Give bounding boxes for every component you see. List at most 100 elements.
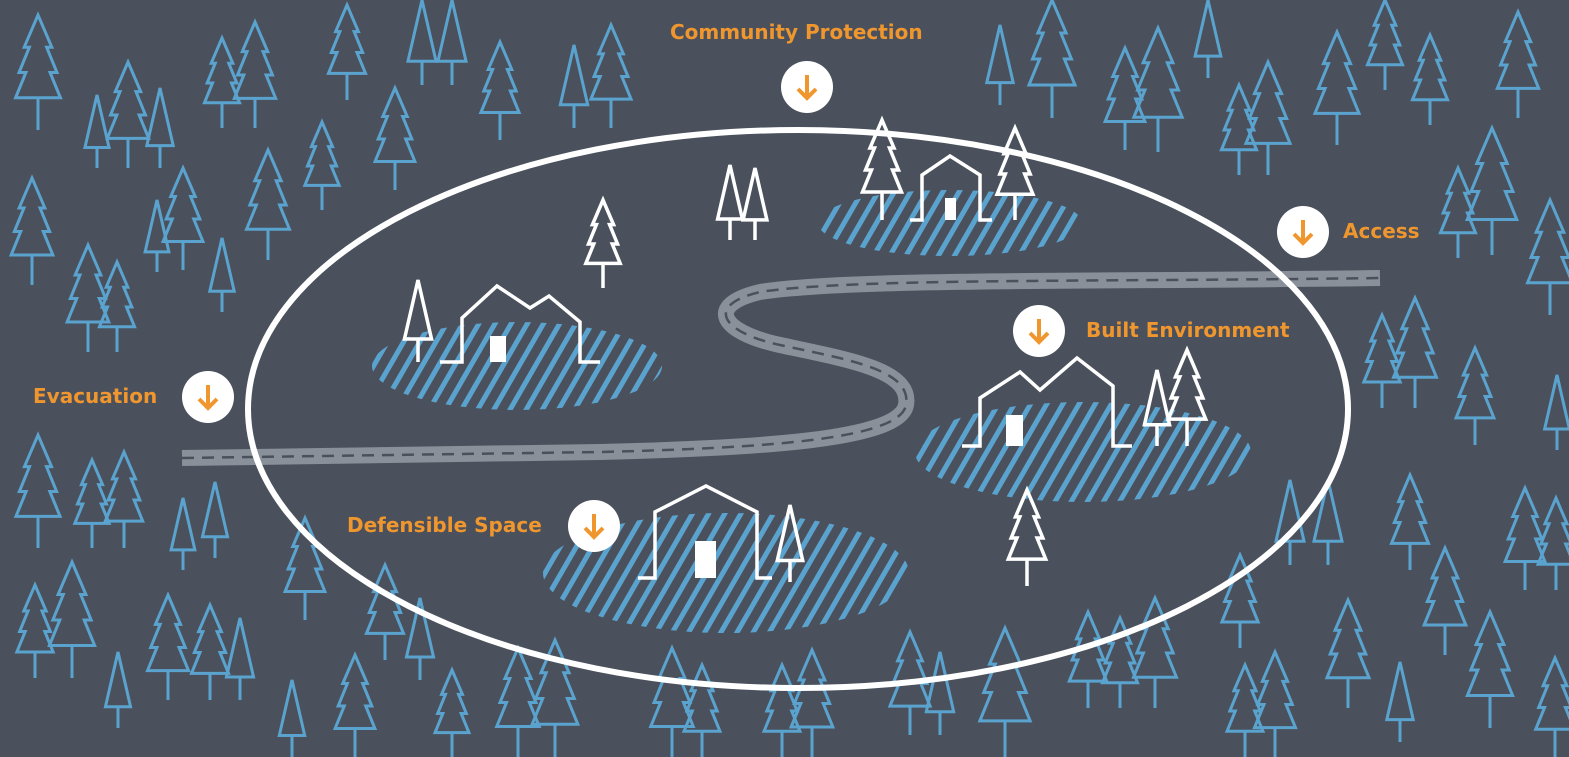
tree-icon bbox=[1365, 0, 1405, 90]
tree-icon bbox=[13, 431, 63, 548]
tree-icon bbox=[202, 34, 242, 128]
tree-icon bbox=[64, 241, 112, 352]
tree-icon bbox=[105, 58, 151, 168]
tree-icon bbox=[788, 646, 836, 757]
tree-icon bbox=[994, 123, 1036, 220]
house-1 bbox=[440, 283, 600, 364]
community-boundary bbox=[245, 127, 1351, 691]
tree-icon bbox=[1005, 485, 1049, 586]
tree-icon bbox=[478, 38, 522, 140]
label-evacuation: Evacuation bbox=[33, 384, 158, 408]
tree-icon bbox=[244, 146, 292, 260]
tree-icon bbox=[1312, 28, 1362, 145]
tree-icon bbox=[1465, 608, 1515, 728]
tree-icon bbox=[1131, 24, 1185, 152]
tree-icon bbox=[364, 561, 406, 660]
tree-icon bbox=[1361, 311, 1403, 408]
label-access: Access bbox=[1343, 219, 1420, 243]
tree-icon bbox=[144, 87, 176, 168]
arrow-down-icon bbox=[583, 514, 605, 540]
tree-icon bbox=[494, 644, 542, 757]
tree-icon bbox=[103, 651, 133, 728]
arrow-down-icon bbox=[1028, 319, 1050, 345]
label-built-environment: Built Environment bbox=[1086, 318, 1290, 342]
tree-icon bbox=[529, 636, 581, 757]
tree-icon bbox=[224, 617, 256, 700]
arrow-down-icon bbox=[197, 385, 219, 411]
tree-icon bbox=[1165, 345, 1209, 446]
zone-house-4 bbox=[543, 513, 909, 633]
tree-icon bbox=[1525, 196, 1569, 315]
tree-icon bbox=[984, 24, 1016, 105]
tree-icon bbox=[1453, 344, 1497, 445]
tree-icon bbox=[143, 199, 171, 272]
tree-icon bbox=[97, 258, 137, 352]
tree-icon bbox=[1464, 124, 1520, 255]
road bbox=[181, 270, 1381, 466]
forest bbox=[8, 0, 1569, 757]
tree-icon bbox=[681, 661, 723, 757]
tree-icon bbox=[775, 504, 805, 582]
community-trees bbox=[402, 115, 1209, 586]
tree-icon bbox=[404, 597, 436, 680]
zone-house-3 bbox=[915, 402, 1251, 502]
tree-icon bbox=[200, 481, 230, 558]
tree-icon bbox=[160, 164, 206, 270]
tree-icon bbox=[103, 448, 145, 548]
tree-icon bbox=[1542, 374, 1569, 450]
tree-icon bbox=[859, 115, 905, 220]
tree-icon bbox=[1421, 544, 1469, 655]
tree-icon bbox=[583, 195, 623, 288]
tree-icon bbox=[1142, 369, 1172, 446]
tree-icon bbox=[1389, 471, 1431, 570]
defensible-space-button[interactable] bbox=[568, 500, 620, 552]
tree-icon bbox=[436, 0, 468, 85]
tree-icon bbox=[169, 497, 197, 570]
tree-icon bbox=[1438, 164, 1478, 258]
tree-icon bbox=[332, 651, 378, 757]
tree-icon bbox=[302, 118, 342, 210]
tree-icon bbox=[887, 628, 933, 735]
tree-icon bbox=[326, 1, 368, 100]
tree-icon bbox=[1391, 294, 1439, 408]
tree-icon bbox=[1384, 661, 1416, 742]
label-defensible-space: Defensible Space bbox=[347, 513, 542, 537]
tree-icon bbox=[648, 644, 696, 757]
built-environment-button[interactable] bbox=[1013, 305, 1065, 357]
tree-icon bbox=[761, 661, 803, 757]
tree-icon bbox=[1274, 479, 1306, 565]
tree-icon bbox=[1193, 0, 1223, 78]
tree-icon bbox=[207, 237, 237, 312]
tree-icon bbox=[13, 11, 63, 130]
defensible-space-zones bbox=[372, 190, 1251, 633]
tree-icon bbox=[232, 18, 278, 128]
tree-icon bbox=[282, 514, 328, 620]
tree-icon bbox=[402, 279, 434, 362]
evacuation-button[interactable] bbox=[182, 371, 234, 423]
tree-icon bbox=[372, 84, 418, 190]
houses bbox=[440, 153, 1132, 580]
tree-icon bbox=[1243, 58, 1293, 175]
tree-icon bbox=[14, 581, 56, 678]
tree-icon bbox=[277, 679, 307, 757]
tree-icon bbox=[558, 44, 590, 128]
tree-icon bbox=[1067, 608, 1109, 708]
tree-icon bbox=[406, 0, 438, 85]
tree-icon bbox=[1219, 81, 1259, 175]
tree-icon bbox=[1410, 31, 1450, 125]
house-2 bbox=[910, 153, 992, 222]
zone-house-1 bbox=[372, 322, 662, 410]
access-button[interactable] bbox=[1277, 206, 1329, 258]
tree-icon bbox=[1252, 648, 1298, 757]
tree-icon bbox=[1100, 614, 1140, 708]
arrow-down-icon bbox=[1292, 220, 1314, 246]
tree-icon bbox=[1026, 0, 1078, 118]
tree-icon bbox=[740, 167, 770, 240]
house-3 bbox=[962, 355, 1132, 448]
tree-icon bbox=[1533, 654, 1569, 757]
arrow-down-icon bbox=[796, 75, 818, 101]
community-protection-button[interactable] bbox=[781, 61, 833, 113]
tree-icon bbox=[1535, 494, 1569, 590]
tree-icon bbox=[47, 558, 97, 678]
